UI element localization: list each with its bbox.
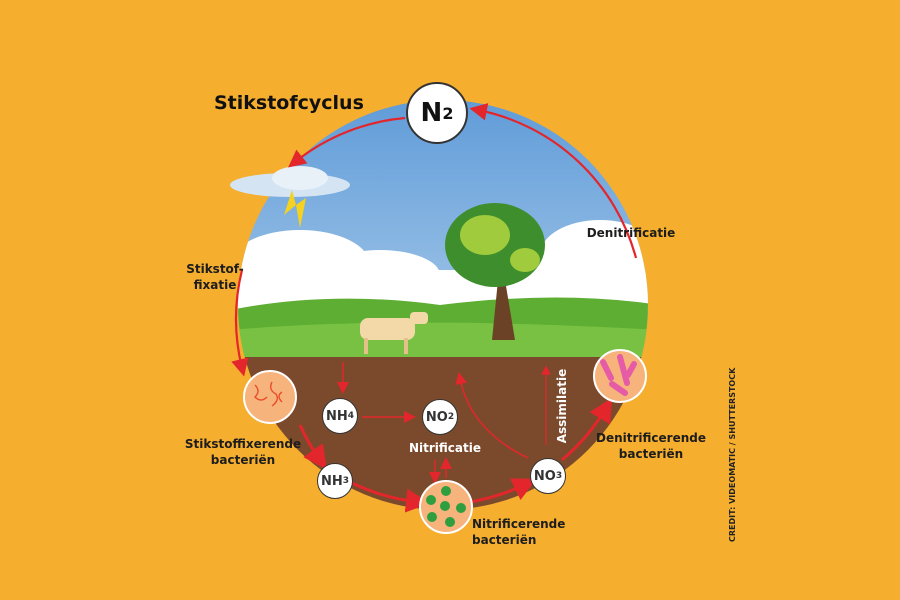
denitrifying-bacteria-label: Denitrificerende bacteriën — [596, 430, 706, 462]
storm-cloud-icon — [230, 166, 350, 228]
nitrification-label: Nitrificatie — [408, 441, 482, 455]
denitrification-label: Denitrificatie — [586, 226, 676, 240]
fixation-label: Stikstof- fixatie — [180, 261, 250, 293]
assimilation-label: Assimilatie — [555, 368, 569, 444]
no2-subscript: 2 — [447, 412, 455, 422]
fixing-bacteria-label-line1: Stikstoffixerende — [184, 437, 302, 451]
tree — [445, 203, 545, 340]
nitrifying-bacteria-label: Nitrificerende bacteriën — [472, 517, 566, 547]
fixation-label-line1: Stikstof- — [186, 262, 244, 276]
n2-subscript: 2 — [442, 103, 454, 123]
cow — [360, 312, 428, 354]
nh4-subscript: 4 — [347, 411, 355, 421]
cycle-arrows — [231, 103, 638, 513]
fixing-bacteria-label: Stikstoffixerende bacteriën — [183, 436, 303, 468]
credit-text: CREDIT: VIDEOMATIC / SHUTTERSTOCK — [728, 367, 737, 542]
fixation-label-line2: fixatie — [193, 278, 237, 292]
diagram-title: Stikstofcyclus — [214, 92, 364, 114]
no3-subscript: 3 — [555, 471, 563, 481]
nh4-symbol: NH — [325, 408, 348, 424]
lightning-icon — [284, 190, 306, 228]
denitrifying-bacteria-icon — [593, 349, 647, 403]
nh3-subscript: 3 — [342, 476, 350, 486]
denitrifying-bacteria-label-line2: bacteriën — [618, 447, 684, 461]
no3-symbol: NO — [533, 468, 556, 484]
fixing-bacteria-label-line2: bacteriën — [210, 453, 276, 467]
n2-symbol: N — [420, 98, 443, 128]
nitrogen-fixing-bacteria-icon — [243, 370, 297, 424]
nh3-symbol: NH — [320, 473, 343, 489]
nitrifying-bacteria-icon — [419, 480, 473, 534]
denitrifying-bacteria-label-line1: Denitrificerende — [596, 431, 706, 445]
no2-symbol: NO — [425, 409, 448, 425]
